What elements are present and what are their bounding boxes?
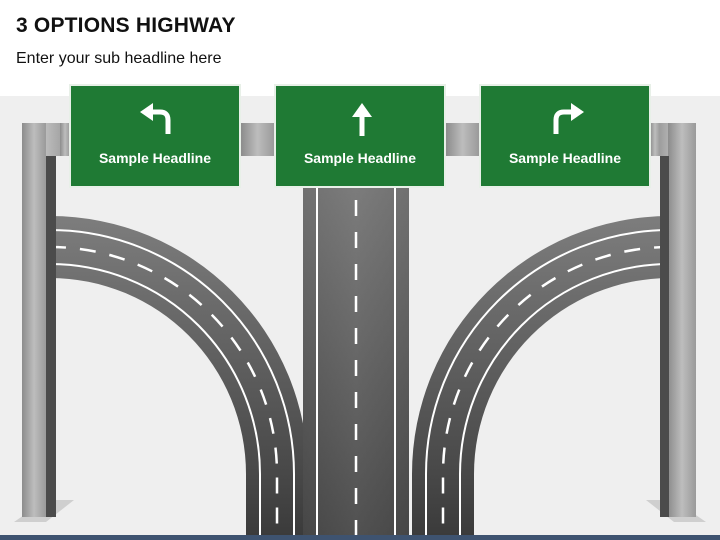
page-title: 3 OPTIONS HIGHWAY [16,14,236,37]
turn-left-arrow-icon [140,103,171,134]
center-road [303,186,409,540]
left-road [49,216,308,540]
sign-left-label: Sample Headline [98,150,212,166]
right-road [412,216,671,540]
beam-right [446,123,479,156]
sign-left: Sample Headline [69,84,241,188]
sign-right: Sample Headline [479,84,651,188]
beam-left-end [60,123,70,156]
sign-right-label: Sample Headline [508,150,622,166]
beam-right-end [650,123,660,156]
page-subtitle: Enter your sub headline here [16,50,222,67]
right-pole [646,123,706,522]
sign-center: Sample Headline [274,84,446,188]
beam-left [241,123,274,156]
bottom-accent-bar [0,535,720,540]
turn-right-arrow-icon [553,103,584,134]
straight-arrow-icon [352,103,372,136]
left-pole [14,123,74,522]
sign-center-label: Sample Headline [303,150,417,166]
